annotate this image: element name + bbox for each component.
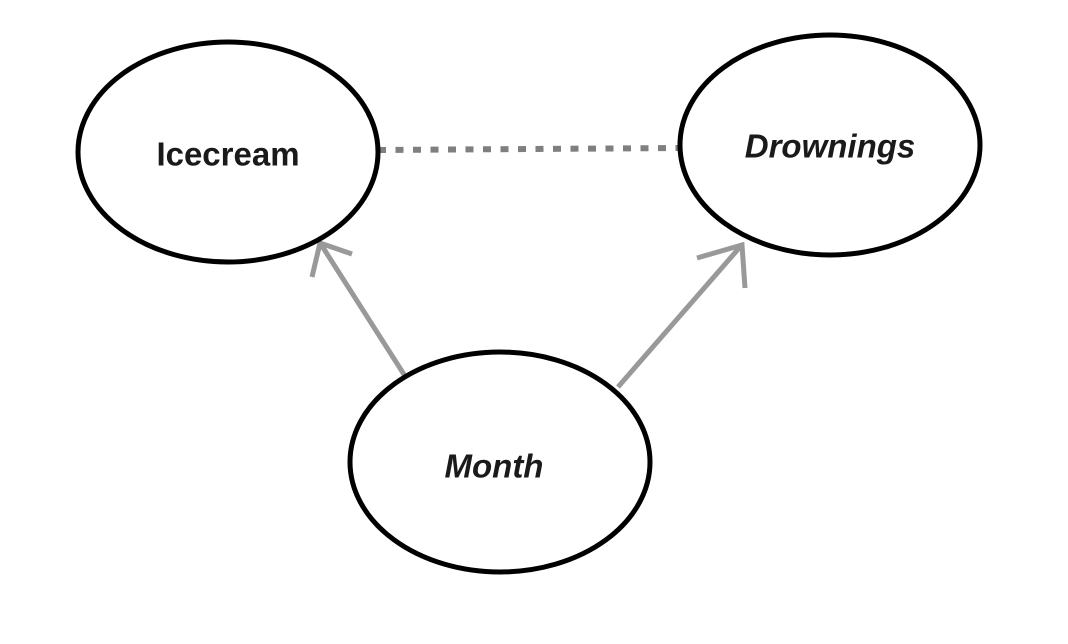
edge-arrow-month-to-drownings [616, 241, 748, 389]
node-month-ellipse [347, 349, 653, 575]
node-month: Month [347, 349, 653, 575]
arrowhead-month-to-drownings [696, 241, 748, 289]
node-drownings-ellipse [677, 32, 983, 258]
arrow-shaft-month-to-icecream [319, 244, 408, 378]
node-icecream: Icecream [75, 39, 381, 265]
node-drownings-label: Drownings [745, 128, 916, 165]
edge-dashed-icecream-drownings [377, 145, 683, 153]
node-icecream-ellipse [75, 39, 381, 265]
edge-arrow-month-to-icecream [309, 239, 408, 378]
node-drownings: Drownings [677, 32, 983, 258]
arrow-shaft-month-to-drownings [616, 245, 742, 389]
node-icecream-label: Icecream [156, 136, 299, 173]
arrowhead-month-to-icecream [309, 239, 353, 278]
node-month-label: Month [445, 448, 544, 485]
